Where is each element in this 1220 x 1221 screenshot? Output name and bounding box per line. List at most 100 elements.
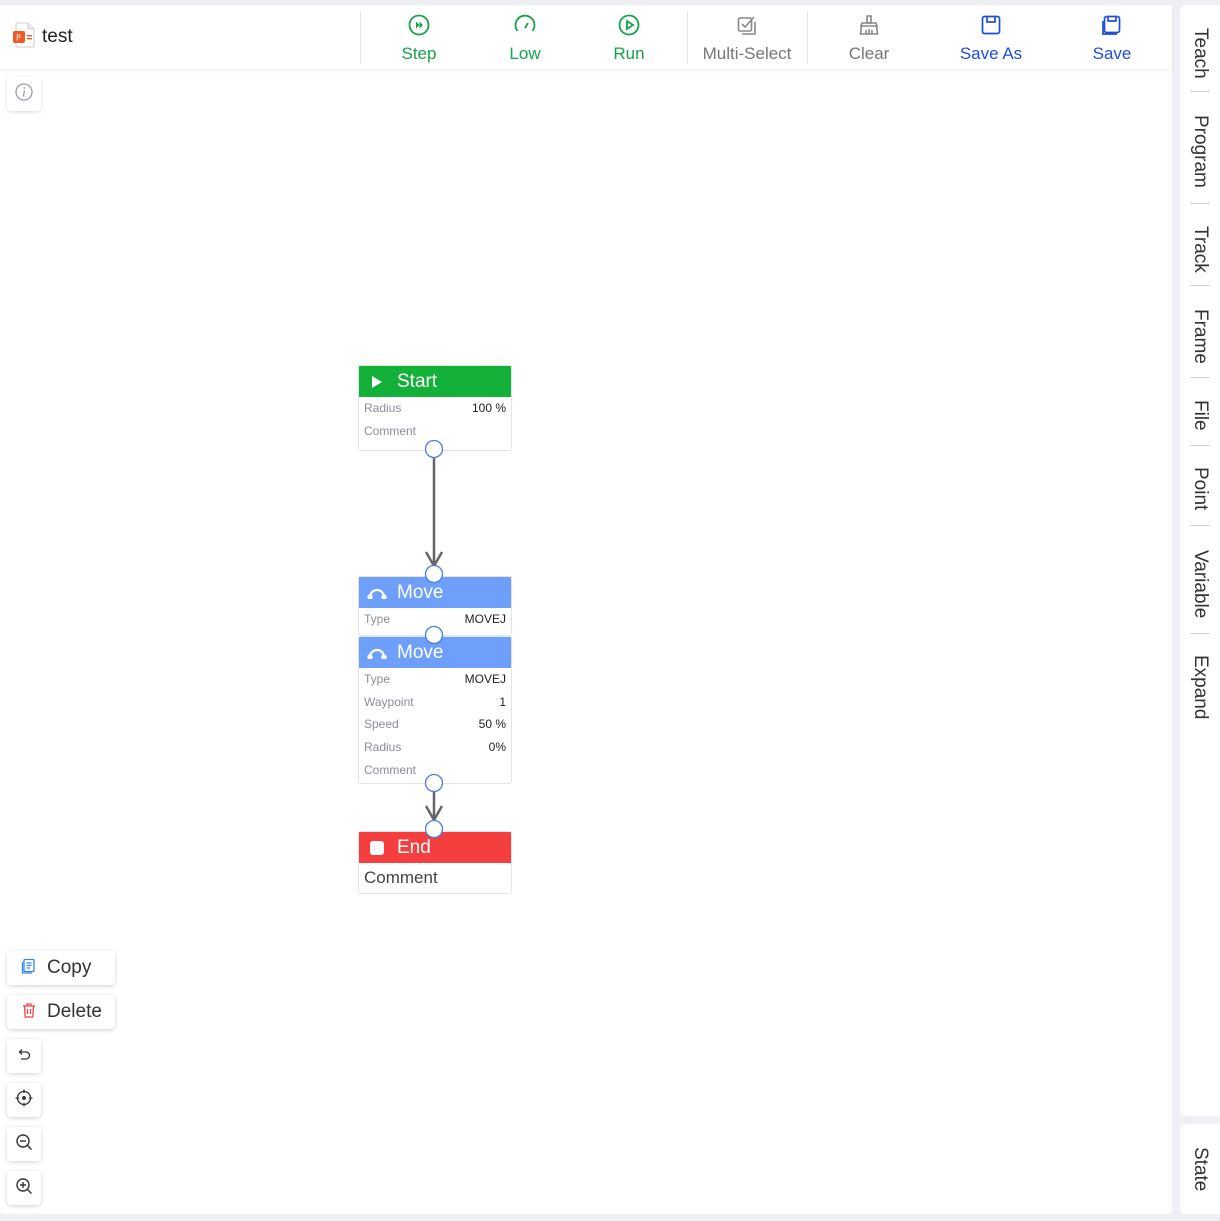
zoom-in-button[interactable] [7, 1171, 41, 1205]
file-name: test [42, 26, 73, 47]
start-node-header: Start [359, 366, 511, 397]
save-as-label: Save As [959, 44, 1023, 63]
end-node-title: End [397, 836, 431, 858]
toolbar-divider [807, 11, 808, 63]
file-title: P test [12, 22, 73, 53]
run-button[interactable]: Run [604, 5, 654, 69]
flow-connections [424, 455, 444, 823]
delete-label: Delete [47, 1001, 102, 1022]
node-row-comment: Comment [359, 863, 511, 893]
save-button[interactable]: Save [1087, 5, 1137, 69]
param-value: MOVEJ [464, 672, 506, 687]
tab-divider [1190, 377, 1210, 378]
center-view-button[interactable] [7, 1083, 41, 1117]
save-as-button[interactable]: Save As [951, 5, 1031, 69]
tab-divider [1190, 525, 1210, 526]
multi-select-icon [735, 13, 759, 42]
node-row-speed: Speed 50 % [359, 713, 511, 736]
param-label: Comment [364, 423, 417, 438]
zoom-out-button[interactable] [7, 1127, 41, 1161]
node-row-radius: Radius 0% [359, 736, 511, 759]
copy-label: Copy [47, 957, 92, 978]
param-label: Waypoint [364, 694, 414, 709]
param-value: 1 [499, 694, 506, 709]
node-row-comment: Comment [359, 758, 511, 781]
tab-frame[interactable]: Frame [1190, 308, 1211, 364]
tab-track[interactable]: Track [1190, 225, 1211, 273]
low-button[interactable]: Low [500, 5, 550, 69]
zoom-in-icon [15, 1177, 33, 1200]
start-node-title: Start [397, 370, 438, 392]
node-row-type: Type MOVEJ [359, 608, 511, 631]
side-panel: Teach Program Track Frame File Point Var… [1180, 5, 1220, 1116]
param-label: Type [364, 612, 391, 627]
save-as-icon [979, 13, 1003, 42]
play-icon [367, 375, 387, 388]
info-icon [14, 82, 34, 107]
save-label: Save [1092, 44, 1132, 63]
step-button[interactable]: Step [389, 5, 449, 69]
param-label: Comment [364, 868, 438, 887]
copy-icon [21, 958, 37, 979]
info-button[interactable] [7, 77, 41, 111]
tab-divider [1190, 203, 1210, 204]
multi-select-button[interactable]: Multi-Select [697, 5, 797, 69]
save-icon [1100, 13, 1124, 42]
ppt-file-icon: P [12, 22, 36, 53]
tab-divider [1190, 445, 1210, 446]
toolbar-divider [360, 11, 361, 63]
end-node[interactable]: End Comment [358, 831, 512, 894]
tab-divider [1190, 633, 1210, 634]
toolbar: P test Step [0, 5, 1172, 69]
speedometer-icon [513, 13, 537, 42]
tab-teach[interactable]: Teach [1190, 27, 1211, 79]
move-node-title: Move [397, 581, 444, 603]
param-label: Speed [364, 717, 399, 732]
clear-button[interactable]: Clear [839, 5, 899, 69]
zoom-out-icon [15, 1133, 33, 1156]
param-value: MOVEJ [464, 612, 506, 627]
move-arc-icon [367, 587, 387, 599]
move-node-title: Move [397, 641, 444, 663]
state-panel: State [1180, 1124, 1220, 1214]
delete-button[interactable]: Delete [7, 995, 115, 1029]
tab-divider [1190, 91, 1210, 92]
tab-file[interactable]: File [1190, 399, 1211, 431]
move-node-1[interactable]: Move Type MOVEJ [358, 576, 512, 636]
crosshair-icon [15, 1089, 33, 1112]
clear-label: Clear [848, 44, 890, 63]
tab-expand[interactable]: Expand [1190, 654, 1211, 720]
param-label: Type [364, 672, 391, 687]
toolbar-divider [687, 11, 688, 63]
step-forward-icon [407, 13, 431, 42]
svg-text:P: P [16, 33, 21, 42]
tab-point[interactable]: Point [1190, 467, 1211, 511]
param-label: Radius [364, 740, 402, 755]
copy-button[interactable]: Copy [7, 951, 115, 985]
low-label: Low [509, 44, 541, 63]
step-label: Step [401, 44, 437, 63]
param-value: 50 % [478, 717, 506, 732]
undo-button[interactable] [7, 1039, 41, 1073]
node-row-radius: Radius 100 % [359, 397, 511, 420]
tab-variable[interactable]: Variable [1190, 549, 1211, 619]
end-node-header: End [359, 832, 511, 863]
play-circle-icon [617, 13, 641, 42]
param-label: Comment [364, 762, 417, 777]
param-value: 0% [488, 740, 506, 755]
node-row-comment: Comment [359, 420, 511, 443]
run-label: Run [613, 44, 645, 63]
tab-state[interactable]: State [1190, 1146, 1211, 1192]
tab-program[interactable]: Program [1190, 114, 1211, 188]
trash-icon [21, 1002, 37, 1023]
move-node-2[interactable]: Move Type MOVEJ Waypoint 1 Speed 50 % Ra… [358, 636, 512, 784]
stop-icon [367, 840, 387, 856]
undo-icon [16, 1046, 32, 1067]
move-node-header: Move [359, 637, 511, 668]
param-label: Radius [364, 401, 402, 416]
start-node[interactable]: Start Radius 100 % Comment [358, 365, 512, 452]
multi-select-label: Multi-Select [702, 44, 792, 63]
param-value: 100 % [471, 401, 506, 416]
broom-icon [857, 13, 881, 42]
flow-canvas[interactable]: P test Step [0, 5, 1172, 1214]
